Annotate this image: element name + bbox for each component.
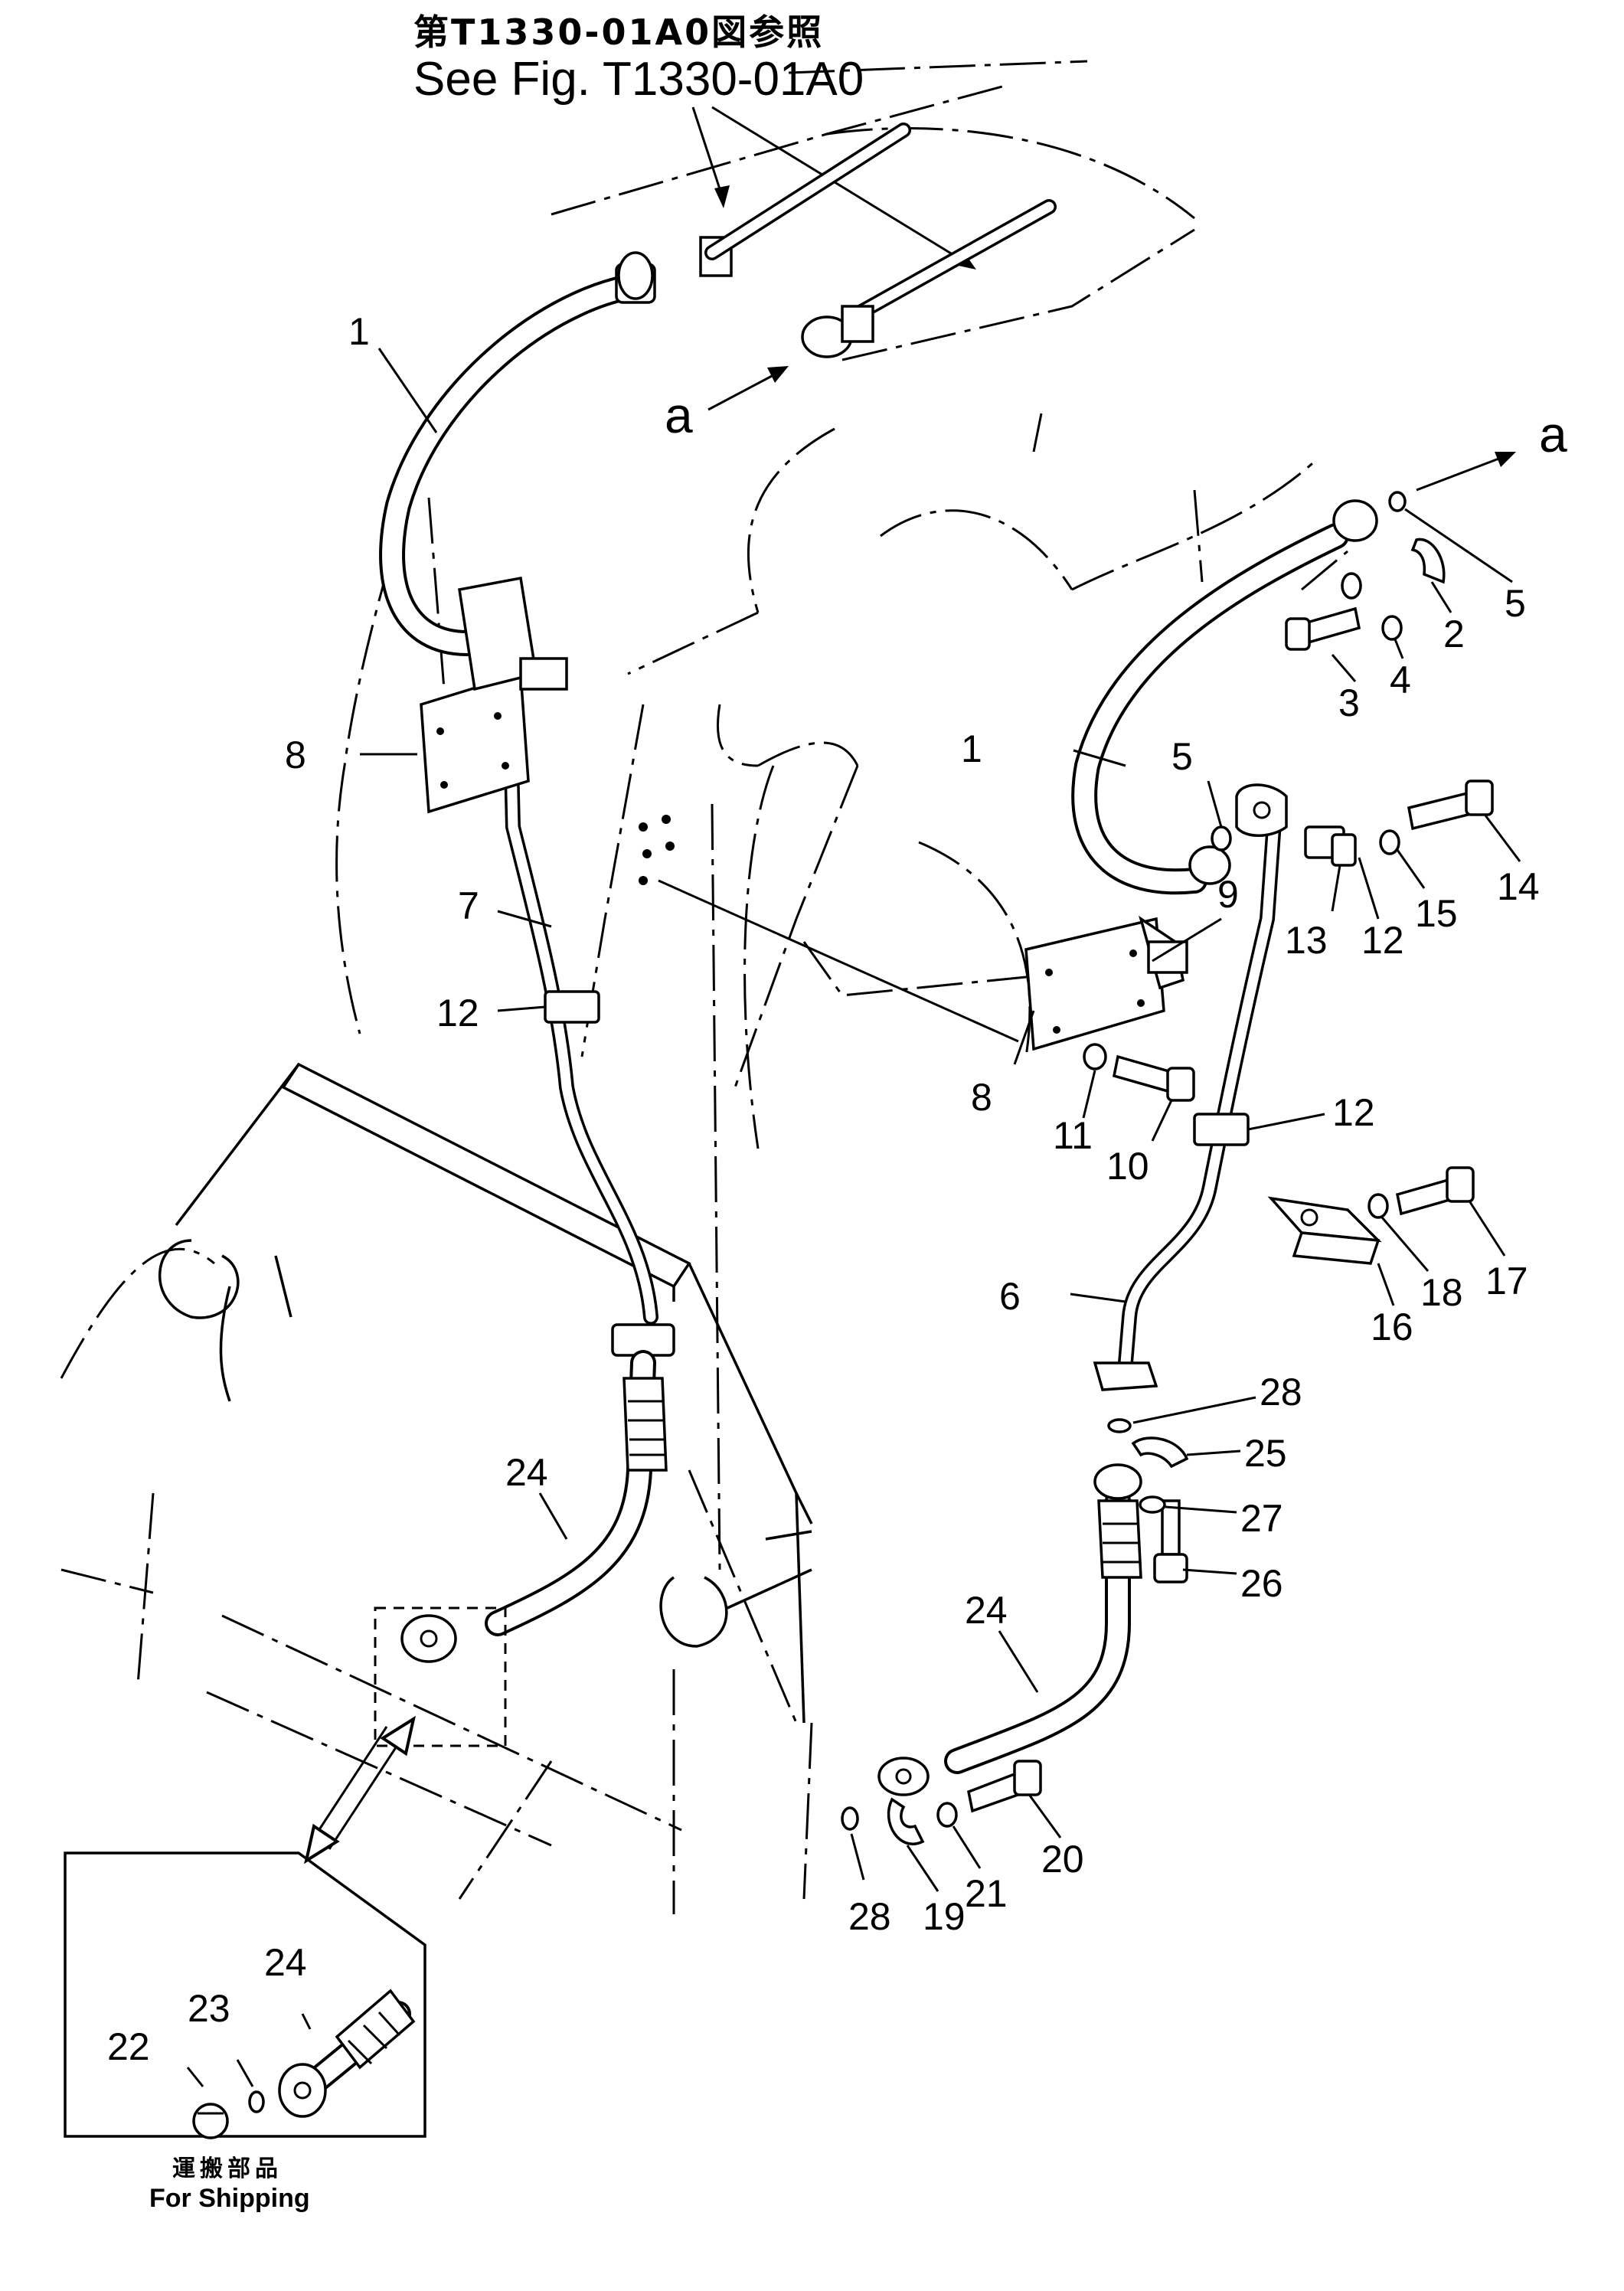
callout-5-top: 5 — [1505, 582, 1526, 625]
hose-24-left — [374, 1350, 668, 1747]
callout-28-lower: 28 — [848, 1895, 891, 1938]
half-clamps — [887, 538, 1446, 1845]
leader-lines — [186, 348, 1521, 2087]
callout-9: 9 — [1217, 873, 1239, 916]
callout-17: 17 — [1485, 1260, 1528, 1302]
callout-20: 20 — [1041, 1838, 1084, 1881]
callout-26: 26 — [1240, 1562, 1283, 1605]
callout-24-right: 24 — [965, 1589, 1008, 1632]
body-holes — [639, 815, 1019, 1043]
callout-7: 7 — [458, 884, 479, 927]
callout-3: 3 — [1338, 681, 1360, 724]
hose-24-right — [877, 1463, 1142, 1796]
washers — [841, 491, 1407, 1831]
callout-1-left: 1 — [348, 310, 370, 353]
bolts — [966, 606, 1494, 1813]
callout-6: 6 — [999, 1275, 1021, 1318]
callout-27: 27 — [1240, 1497, 1283, 1540]
callout-11: 11 — [1053, 1114, 1093, 1157]
arrow-label-a-right: a — [1539, 406, 1567, 462]
shipping-caption-en: For Shipping — [149, 2184, 310, 2213]
callout-13: 13 — [1285, 919, 1328, 962]
callout-8-left: 8 — [285, 734, 306, 776]
callout-12-right-lower: 12 — [1332, 1091, 1375, 1134]
arrow-label-a-left: a — [665, 387, 693, 443]
machine-body-outline — [60, 60, 1348, 1914]
hose-1-right — [1071, 499, 1378, 895]
frame-block — [158, 1062, 813, 1724]
pipe-6 — [1093, 804, 1283, 1391]
shipping-double-arrow — [304, 1715, 416, 1865]
bracket-8-left — [420, 576, 568, 814]
callout-10: 10 — [1106, 1145, 1149, 1188]
callout-22: 22 — [107, 2025, 150, 2068]
callout-12-left: 12 — [436, 992, 479, 1034]
upper-pipes — [704, 123, 1057, 358]
reference-jp: 第T1330-01A0図参照 — [413, 11, 824, 53]
callout-24-left: 24 — [505, 1451, 548, 1494]
callout-28-upper: 28 — [1260, 1371, 1302, 1413]
callout-18: 18 — [1420, 1271, 1463, 1314]
callout-2: 2 — [1443, 613, 1465, 655]
arrow-a-right — [1416, 452, 1516, 492]
callout-5-mid: 5 — [1171, 735, 1193, 778]
pipe-7 — [502, 659, 675, 1357]
arrow-a-left — [707, 366, 789, 411]
reference-en: See Fig. T1330-01A0 — [413, 53, 864, 106]
callout-23: 23 — [188, 1987, 230, 2030]
callout-15: 15 — [1415, 892, 1458, 935]
callout-25: 25 — [1244, 1432, 1287, 1475]
clamp-12-left — [544, 990, 600, 1024]
callout-19: 19 — [923, 1895, 966, 1938]
callout-24-inset: 24 — [264, 1941, 307, 1984]
callout-16: 16 — [1371, 1306, 1413, 1348]
callout-labels: 1 1 2 3 4 5 5 6 7 8 8 9 10 11 12 12 12 1… — [107, 310, 1540, 2068]
shipping-inset — [64, 1851, 426, 2139]
callout-1-right: 1 — [961, 727, 982, 770]
callout-14: 14 — [1497, 865, 1540, 908]
callout-12-right-upper: 12 — [1361, 919, 1404, 962]
clamp-16 — [1267, 1196, 1382, 1265]
bracket-8-right — [1024, 915, 1188, 1051]
clamp-13 — [1304, 825, 1357, 867]
callout-4: 4 — [1390, 659, 1411, 701]
flange-top-right — [1235, 783, 1288, 837]
callout-8-right: 8 — [971, 1076, 992, 1119]
callout-21: 21 — [965, 1872, 1008, 1915]
clamp-12-right — [1193, 1113, 1250, 1146]
shipping-caption-jp: 運搬部品 — [172, 2155, 283, 2182]
